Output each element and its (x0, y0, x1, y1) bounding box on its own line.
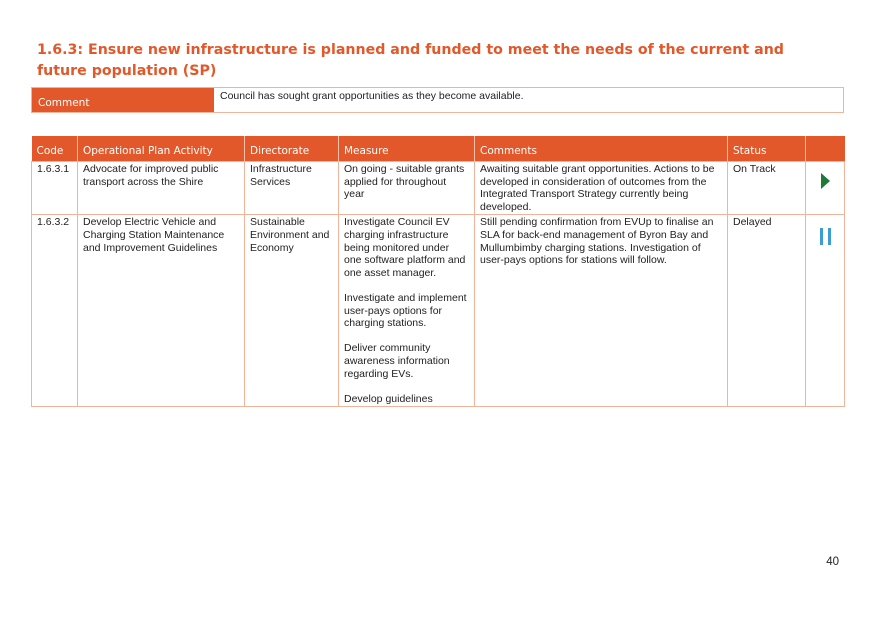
header-status: Status (727, 136, 806, 162)
cell-activity: Develop Electric Vehicle and Charging St… (77, 214, 245, 408)
pause-icon (819, 228, 831, 246)
table-row: 1.6.3.1 Advocate for improved public tra… (31, 160, 845, 216)
measure-item: Deliver community awareness information … (344, 342, 450, 380)
header-code: Code (31, 136, 78, 162)
cell-comments: Awaiting suitable grant opportunities. A… (474, 160, 728, 216)
cell-status-icon (805, 214, 845, 408)
cell-directorate: Sustainable Environment and Economy (244, 214, 339, 408)
measure-item: Investigate Council EV charging infrastr… (344, 216, 466, 279)
play-icon (820, 173, 830, 189)
header-comments: Comments (474, 136, 728, 162)
header-activity: Operational Plan Activity (77, 136, 245, 162)
cell-measure: Investigate Council EV charging infrastr… (338, 214, 475, 408)
cell-code: 1.6.3.1 (31, 160, 78, 216)
table-row: 1.6.3.2 Develop Electric Vehicle and Cha… (31, 214, 845, 408)
cell-status-icon (805, 160, 845, 216)
page-number: 40 (826, 556, 839, 568)
cell-directorate: Infrastructure Services (244, 160, 339, 216)
header-directorate: Directorate (244, 136, 339, 162)
cell-comments: Still pending confirmation from EVUp to … (474, 214, 728, 408)
cell-status: On Track (727, 160, 806, 216)
header-measure: Measure (338, 136, 475, 162)
measure-item: Develop guidelines (344, 392, 433, 405)
header-status-icon (805, 136, 845, 162)
cell-measure: On going - suitable grants applied for t… (338, 160, 475, 216)
cell-code: 1.6.3.2 (31, 214, 78, 408)
cell-status: Delayed (727, 214, 806, 408)
comment-box: Comment Council has sought grant opportu… (31, 87, 844, 113)
measure-item: Investigate and implement user-pays opti… (344, 291, 467, 330)
cell-activity: Advocate for improved public transport a… (77, 160, 245, 216)
comment-text: Council has sought grant opportunities a… (220, 90, 524, 102)
operational-plan-table: Code Operational Plan Activity Directora… (31, 136, 845, 408)
measure-item: On going - suitable grants applied for t… (344, 163, 465, 201)
comment-label: Comment (32, 88, 214, 112)
table-header-row: Code Operational Plan Activity Directora… (31, 136, 845, 162)
section-heading: 1.6.3: Ensure new infrastructure is plan… (37, 42, 784, 79)
